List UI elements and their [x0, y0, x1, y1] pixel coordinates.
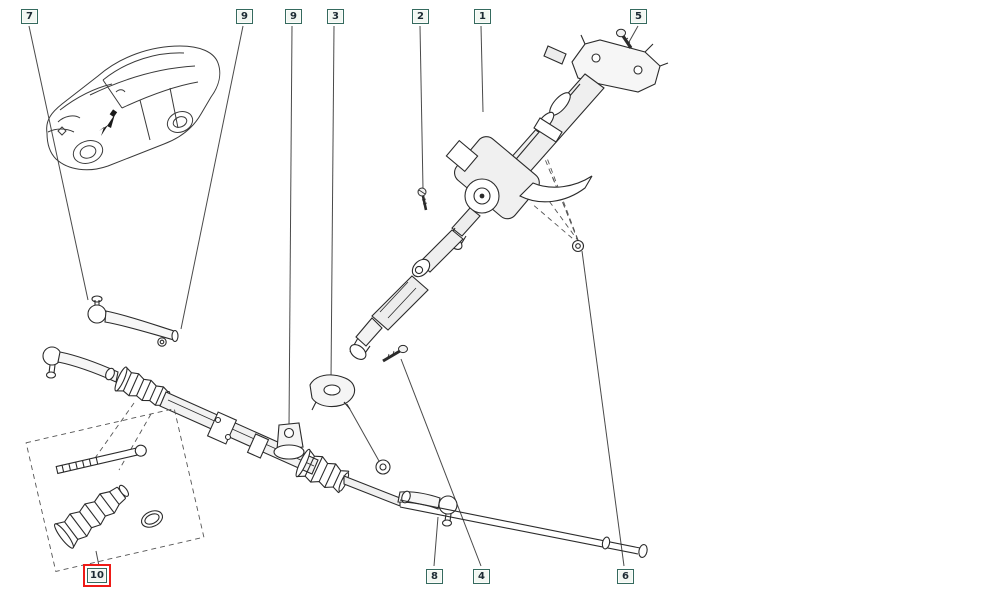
inner-tie-rod — [55, 444, 147, 475]
location-arrow-icon — [99, 109, 118, 136]
right-bellows — [295, 448, 350, 494]
universal-joint — [411, 258, 431, 278]
kit-boundary-box — [25, 408, 205, 572]
callout-9b[interactable]: 9 — [285, 9, 302, 24]
upper-shaft-stub — [543, 45, 567, 65]
column-mounting-bracket — [571, 34, 669, 93]
o-ring — [140, 510, 164, 528]
steering-column-assembly — [445, 34, 669, 250]
callout-8[interactable]: 8 — [426, 569, 443, 584]
left-tie-rod-end — [42, 346, 119, 383]
lower-yoke — [349, 317, 383, 360]
callout-1[interactable]: 1 — [474, 9, 491, 24]
right-tie-rod-end — [397, 490, 458, 527]
motor-housing — [445, 136, 540, 220]
callout-10[interactable]: 10 — [87, 568, 107, 583]
callout-2[interactable]: 2 — [412, 9, 429, 24]
rack-mount-tower — [273, 422, 305, 460]
rack-mount-bushing — [309, 374, 356, 411]
bellows-boot — [53, 484, 130, 549]
washer-mid — [375, 459, 391, 475]
callout-10-highlight: 10 — [83, 564, 111, 587]
callout-6[interactable]: 6 — [617, 569, 634, 584]
intermediate-shaft — [349, 229, 464, 360]
callout-7[interactable]: 7 — [21, 9, 38, 24]
outer-tie-rod-upper — [87, 295, 179, 347]
washer-6 — [571, 239, 585, 253]
boot-repair-kit — [25, 408, 205, 572]
callout-4[interactable]: 4 — [473, 569, 490, 584]
car-illustration — [46, 45, 221, 171]
screw-2 — [417, 187, 428, 211]
screw-4 — [382, 344, 408, 363]
steering-rack-assembly — [42, 346, 648, 558]
bolt-5 — [616, 28, 633, 49]
leader-lines — [28, 25, 639, 567]
callout-3[interactable]: 3 — [327, 9, 344, 24]
long-tie-rod — [399, 499, 648, 558]
callout-5[interactable]: 5 — [630, 9, 647, 24]
callout-9a[interactable]: 9 — [236, 9, 253, 24]
adjust-lever — [519, 175, 593, 203]
right-inner-rod — [343, 475, 401, 507]
